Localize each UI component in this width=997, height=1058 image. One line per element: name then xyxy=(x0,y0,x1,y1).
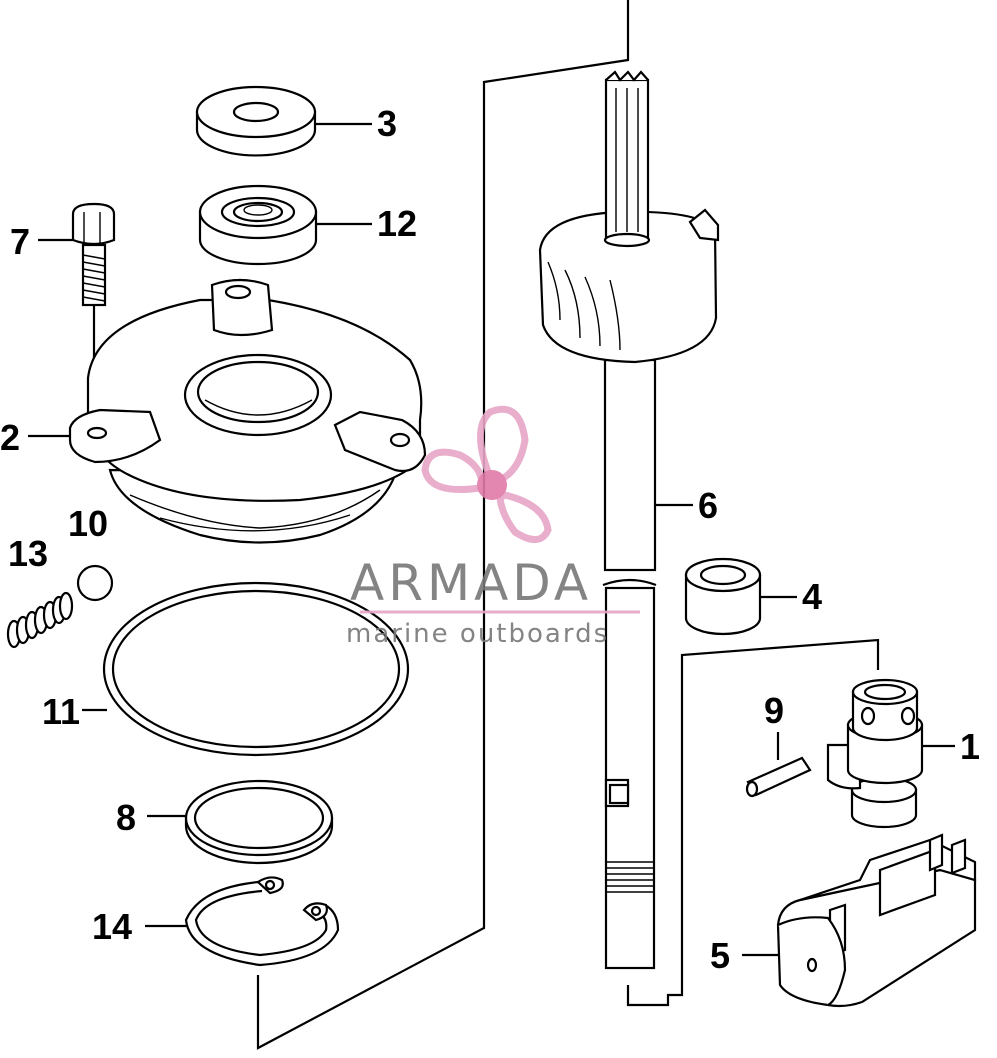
part-5-shift-cam xyxy=(776,833,977,1008)
callout-1: 1 xyxy=(960,726,980,767)
watermark-brand: ARMADA xyxy=(350,554,592,612)
watermark-tagline: marine outboards xyxy=(346,619,609,649)
part-3-washer xyxy=(195,85,317,157)
callout-14: 14 xyxy=(92,906,132,947)
callout-4: 4 xyxy=(802,576,822,617)
callout-labels: 3 12 7 2 10 13 11 8 14 6 4 9 1 5 xyxy=(0,103,980,976)
callout-12: 12 xyxy=(377,203,417,244)
part-1-clutch xyxy=(826,678,924,829)
part-14-snap-ring xyxy=(184,876,340,967)
part-2-housing xyxy=(68,278,427,544)
callout-3: 3 xyxy=(377,103,397,144)
part-12-oil-seal xyxy=(198,184,318,266)
armada-watermark: ARMADA marine outboards xyxy=(346,405,640,649)
bolt-thread xyxy=(82,254,106,302)
callout-5: 5 xyxy=(710,935,730,976)
callout-8: 8 xyxy=(116,797,136,838)
callout-10: 10 xyxy=(68,503,108,544)
shaft-thread xyxy=(606,861,654,893)
callout-7: 7 xyxy=(10,221,30,262)
part-13-spring xyxy=(6,591,74,649)
callout-11: 11 xyxy=(42,691,80,732)
part-6-shaft xyxy=(538,70,720,970)
callout-13: 13 xyxy=(8,533,48,574)
callout-6: 6 xyxy=(698,485,718,526)
part-9-pin xyxy=(745,756,812,798)
part-11-o-ring xyxy=(102,581,410,757)
part-4-bushing xyxy=(684,557,762,636)
assembly-bracket-lines xyxy=(256,0,880,1050)
callout-9: 9 xyxy=(764,690,784,731)
part-10-ball xyxy=(76,564,114,602)
leader-lines xyxy=(28,122,955,957)
part-8-ring xyxy=(184,779,334,865)
propeller-logo-icon xyxy=(421,405,552,543)
callout-2: 2 xyxy=(0,417,20,458)
